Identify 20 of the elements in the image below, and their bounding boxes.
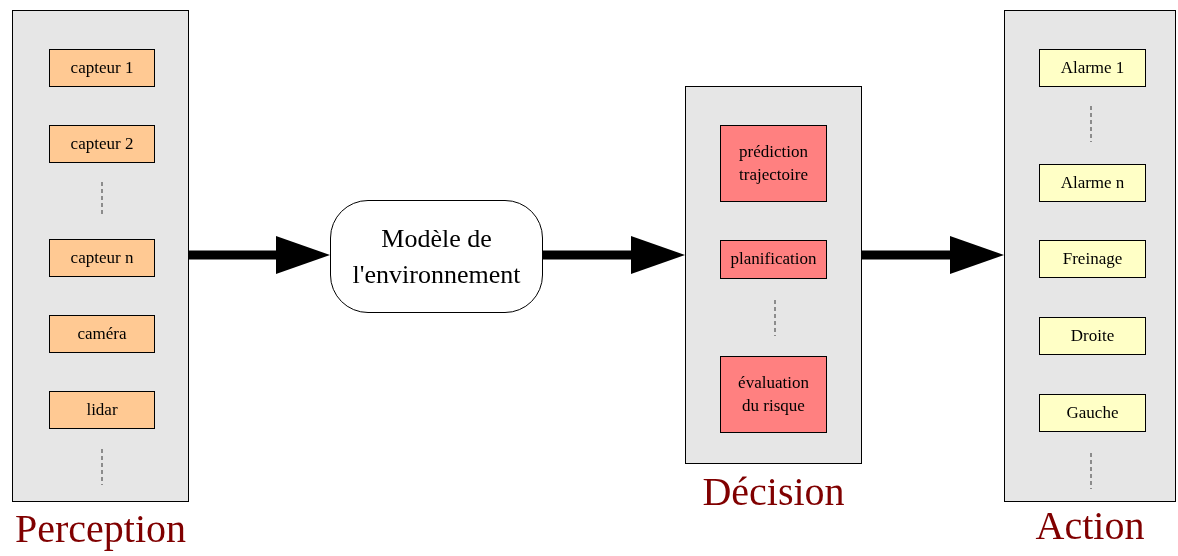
sensor-box: caméra [49,315,155,353]
stage-title: Action [1035,502,1145,550]
action-box: Alarme n [1039,164,1146,202]
arrow [543,236,685,274]
sensor-box: capteur 1 [49,49,155,87]
sensor-box: capteur n [49,239,155,277]
action-box: Droite [1039,317,1146,355]
sensor-box: capteur 2 [49,125,155,163]
stage-title: Décision [702,468,845,516]
sensor-box: lidar [49,391,155,429]
stage-title: Perception [14,505,187,553]
action-box: Alarme 1 [1039,49,1146,87]
decision-box: évaluation du risque [720,356,827,433]
arrow [862,236,1004,274]
action-box: Gauche [1039,394,1146,432]
decision-box: planification [720,240,827,279]
rounded-process-box: Modèle de l'environnement [330,200,543,313]
arrow [189,236,330,274]
decision-box: prédiction trajectoire [720,125,827,202]
action-box: Freinage [1039,240,1146,278]
